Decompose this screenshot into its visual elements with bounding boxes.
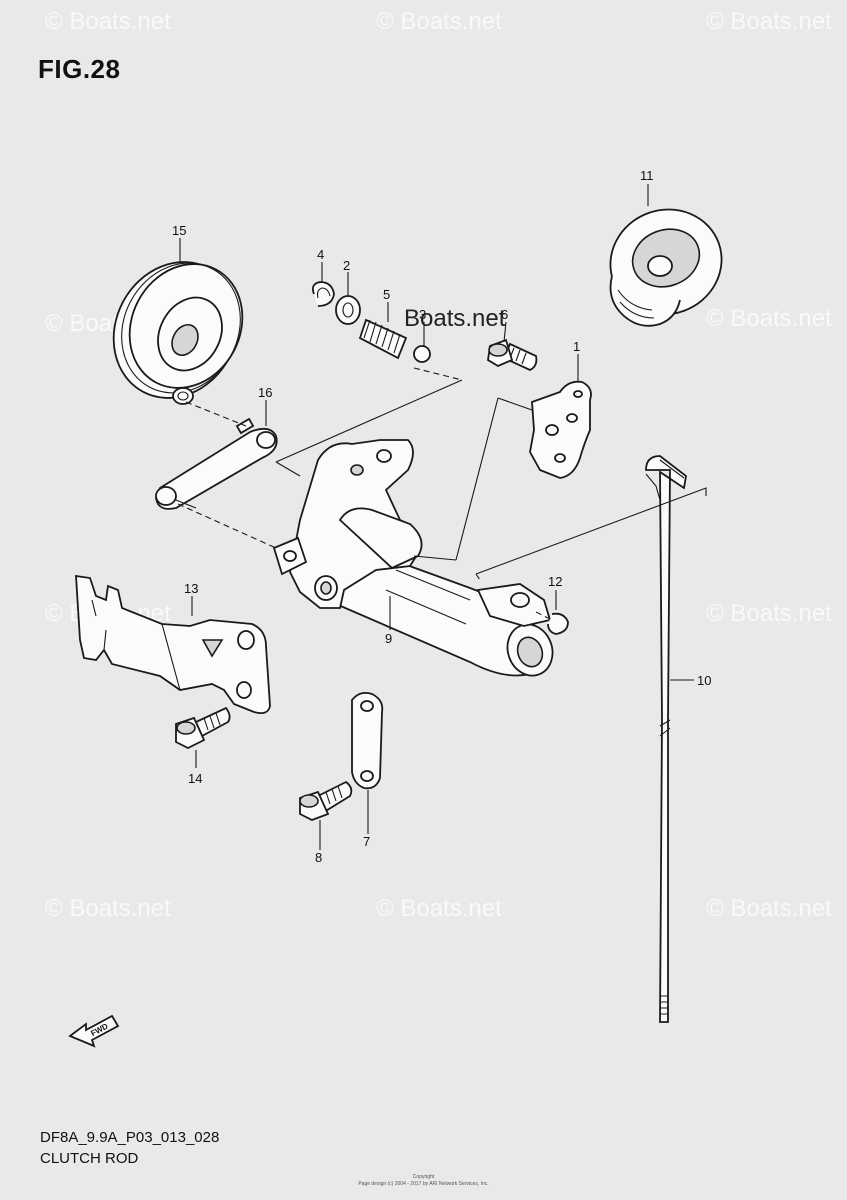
copyright-line-2: Page design (c) 2004 - 2017 by ARI Netwo… [358,1181,489,1187]
callout-6: 6 [501,307,508,322]
callout-3: 3 [419,307,426,322]
part-5-spring [358,318,408,360]
part-2-washer [335,295,361,325]
part-7-plate [351,691,384,790]
part-3-ball [413,345,431,363]
callout-13: 13 [184,581,198,596]
callout-7: 7 [363,834,370,849]
callout-10: 10 [697,673,711,688]
callout-11: 11 [640,168,654,183]
callout-leaders [179,184,694,850]
callout-labels: 1 2 3 4 5 6 7 8 9 10 11 12 13 14 15 16 [172,168,711,865]
center-watermark: Boats.net [404,305,506,332]
part-15-drum [112,261,244,405]
part-14-bolt [175,706,231,750]
part-10-rod [645,455,687,1023]
copyright-line-1: Copyright [412,1174,435,1180]
callout-12: 12 [548,574,562,589]
part-9-shaft-assembly [272,439,554,677]
callout-1: 1 [573,339,580,354]
diagram-code: DF8A_9.9A_P03_013_028 [40,1129,220,1146]
figure-title: FIG.28 [38,54,121,84]
callout-4: 4 [317,247,324,262]
part-6-bolt [487,338,538,371]
callout-16: 16 [258,385,272,400]
part-16-link-arm [155,417,278,510]
callout-9: 9 [385,631,392,646]
callout-5: 5 [383,287,390,302]
part-1-cam-plate [529,380,592,479]
part-4-circlip [311,281,335,307]
callout-2: 2 [343,258,350,273]
part-12-clip [547,612,569,635]
part-8-bolt [299,780,353,821]
callout-8: 8 [315,850,322,865]
part-11-grommet [609,208,723,327]
callout-14: 14 [188,771,202,786]
assembly-guide-lines [177,367,707,621]
callout-15: 15 [172,223,186,238]
diagram-caption: CLUTCH ROD [40,1150,139,1167]
fwd-arrow-icon: FWD [68,1014,120,1048]
part-13-bracket [75,574,271,715]
